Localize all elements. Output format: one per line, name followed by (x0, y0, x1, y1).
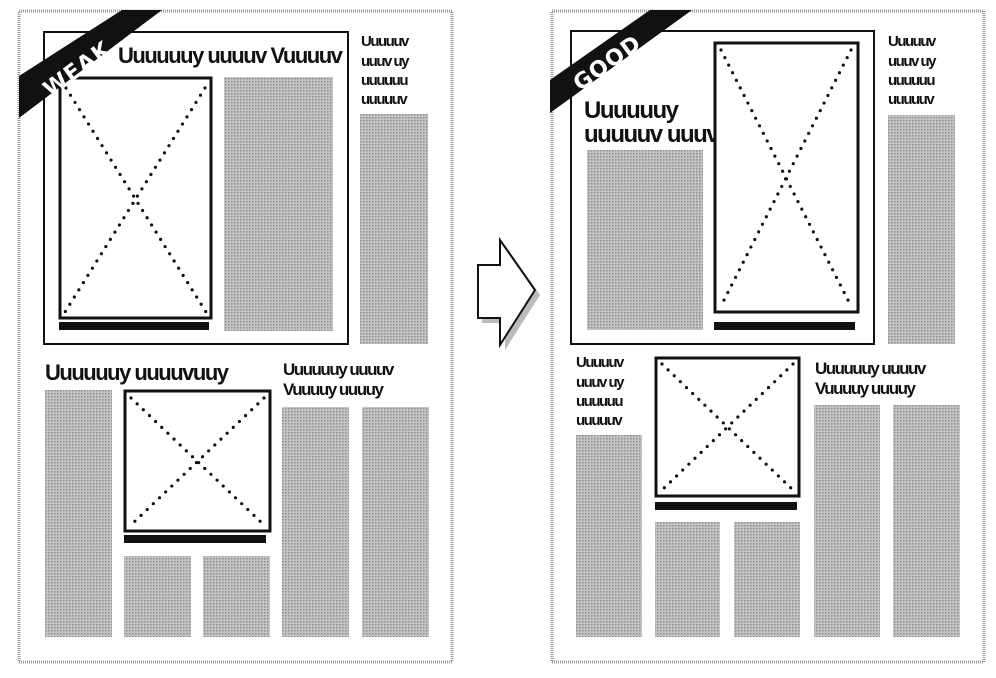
svg-text:uuuuuv uuuv: uuuuuv uuuv (584, 121, 720, 148)
svg-text:uuuuuv: uuuuuv (361, 91, 408, 108)
side-text-column (888, 115, 955, 344)
page-border (550, 9, 986, 664)
caption-bar (59, 322, 209, 330)
text-column (576, 435, 642, 637)
weak-layout-page: Uuuuuuy uuuuv Vuuuuv Uuuuuv uuuv uy uuuu… (17, 9, 454, 664)
text-column (224, 77, 333, 331)
svg-text:uuuuuu: uuuuuu (576, 393, 623, 410)
svg-text:uuuuuv: uuuuuv (888, 91, 935, 108)
svg-text:Uuuuuv: Uuuuuv (361, 33, 410, 50)
text-column (124, 556, 191, 637)
svg-text:Vuuuuy uuuuy: Vuuuuy uuuuy (815, 379, 916, 398)
lead-headline: Uuuuuuy uuuuuv uuuv (584, 97, 722, 148)
photo-placeholder (123, 389, 272, 533)
page-border (17, 9, 454, 664)
lead-headline: Uuuuuuy uuuuv Vuuuuv (118, 43, 344, 68)
svg-text:uuuv uy: uuuv uy (576, 374, 625, 391)
text-column (893, 405, 960, 637)
lower-right-headline: Uuuuuuy uuuuv Vuuuuy uuuuy (283, 360, 396, 399)
good-layout-page: Uuuuuuy uuuuuv uuuv Uuuuuv uuuv uy uuuuu… (550, 9, 986, 664)
text-column (814, 405, 880, 637)
lower-left-headline: Uuuuuuy uuuuvuuy (45, 360, 230, 385)
svg-text:uuuuuu: uuuuuu (888, 72, 935, 89)
lower-right-headline: Uuuuuuy uuuuv Vuuuuy uuuuy (815, 359, 928, 398)
text-column (282, 407, 349, 637)
svg-text:uuuuuu: uuuuuu (361, 72, 408, 89)
svg-text:uuuv uy: uuuv uy (361, 53, 410, 70)
lead-story-box (43, 31, 349, 345)
lead-story-box (570, 30, 875, 345)
caption-bar (655, 502, 797, 510)
caption-bar (714, 322, 855, 330)
text-column (655, 522, 720, 637)
text-column (734, 522, 800, 637)
text-column (587, 150, 703, 330)
text-column (45, 390, 112, 637)
side-text-column (360, 114, 428, 344)
svg-text:Uuuuuv: Uuuuuv (576, 354, 625, 371)
svg-text:uuuv uy: uuuv uy (888, 53, 937, 70)
lower-left-headline: Uuuuuv uuuv uy uuuuuu uuuuuv (576, 354, 627, 429)
svg-text:uuuuuv: uuuuuv (576, 412, 623, 429)
caption-bar (124, 535, 266, 543)
side-headline: Uuuuuv uuuv uy uuuuuu uuuuuv (888, 33, 939, 108)
arrow-right-icon (477, 236, 540, 350)
photo-placeholder (654, 356, 801, 498)
side-headline: Uuuuuv uuuv uy uuuuuu uuuuuv (361, 33, 412, 108)
svg-text:Uuuuuuy: Uuuuuuy (584, 97, 680, 124)
photo-placeholder (58, 76, 213, 320)
svg-text:Uuuuuuy uuuuv: Uuuuuuy uuuuv (815, 359, 927, 378)
text-column (362, 407, 429, 637)
svg-text:Uuuuuv: Uuuuuv (888, 33, 937, 50)
svg-text:Uuuuuuy uuuuv: Uuuuuuy uuuuv (283, 360, 395, 379)
photo-placeholder (713, 41, 860, 314)
text-column (203, 556, 270, 637)
svg-text:Vuuuuy uuuuy: Vuuuuy uuuuy (283, 380, 384, 399)
